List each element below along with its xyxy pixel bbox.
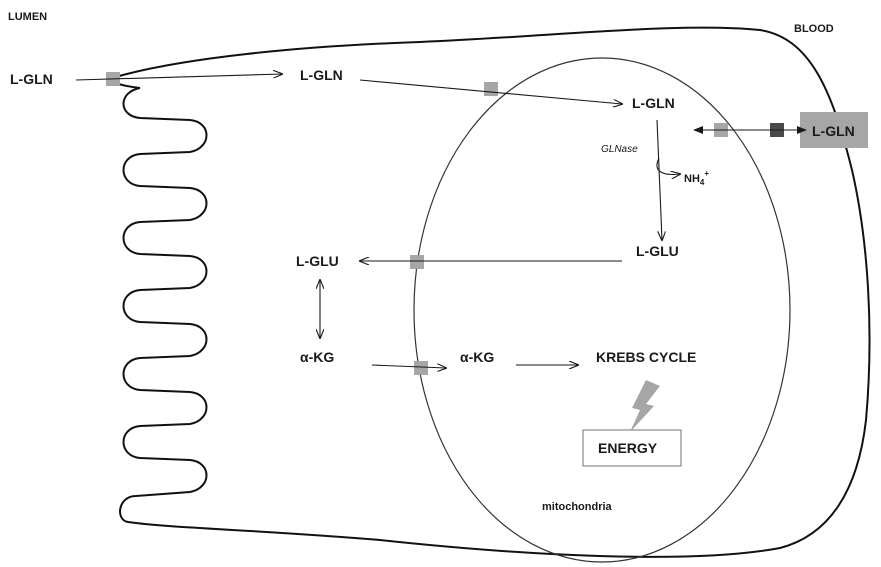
- arrow-gln-to-glu: [656, 119, 662, 240]
- arrow-cyto-to-mito-gln: [359, 79, 622, 104]
- energy-bolt-icon: [630, 380, 660, 432]
- blood-label: BLOOD: [794, 23, 834, 35]
- glnase-label: GLNase: [601, 144, 638, 155]
- cyto-akg-label: α-KG: [300, 349, 334, 365]
- cyto-gln-label: L-GLN: [300, 67, 343, 83]
- energy-label: ENERGY: [598, 440, 658, 456]
- mito-akg-transporter: [414, 361, 428, 375]
- mito-gln-transporter: [484, 82, 498, 96]
- blood-gln-box: [800, 112, 868, 148]
- mitochondrion: [413, 57, 791, 563]
- nh4-label: NH4+: [684, 169, 709, 187]
- arrow-akg-into-mito: [371, 365, 446, 368]
- mito-gln-label: L-GLN: [632, 95, 675, 111]
- blood-gln-label: L-GLN: [812, 123, 855, 139]
- energy-box: [582, 429, 682, 467]
- mitochondria-label: mitochondria: [542, 501, 613, 513]
- cell-membrane: [110, 26, 871, 558]
- arrow-lumen-to-cyto: [75, 74, 282, 81]
- arrow-nh4-release: [656, 157, 680, 174]
- krebs-cycle-label: KREBS CYCLE: [596, 349, 696, 365]
- mito-glu-label: L-GLU: [636, 243, 679, 259]
- lumen-gln-label: L-GLN: [10, 71, 53, 87]
- lumen-label: LUMEN: [8, 11, 47, 23]
- mito-akg-label: α-KG: [460, 349, 494, 365]
- cyto-glu-label: L-GLU: [296, 253, 339, 269]
- mito-glu-transporter: [410, 255, 424, 269]
